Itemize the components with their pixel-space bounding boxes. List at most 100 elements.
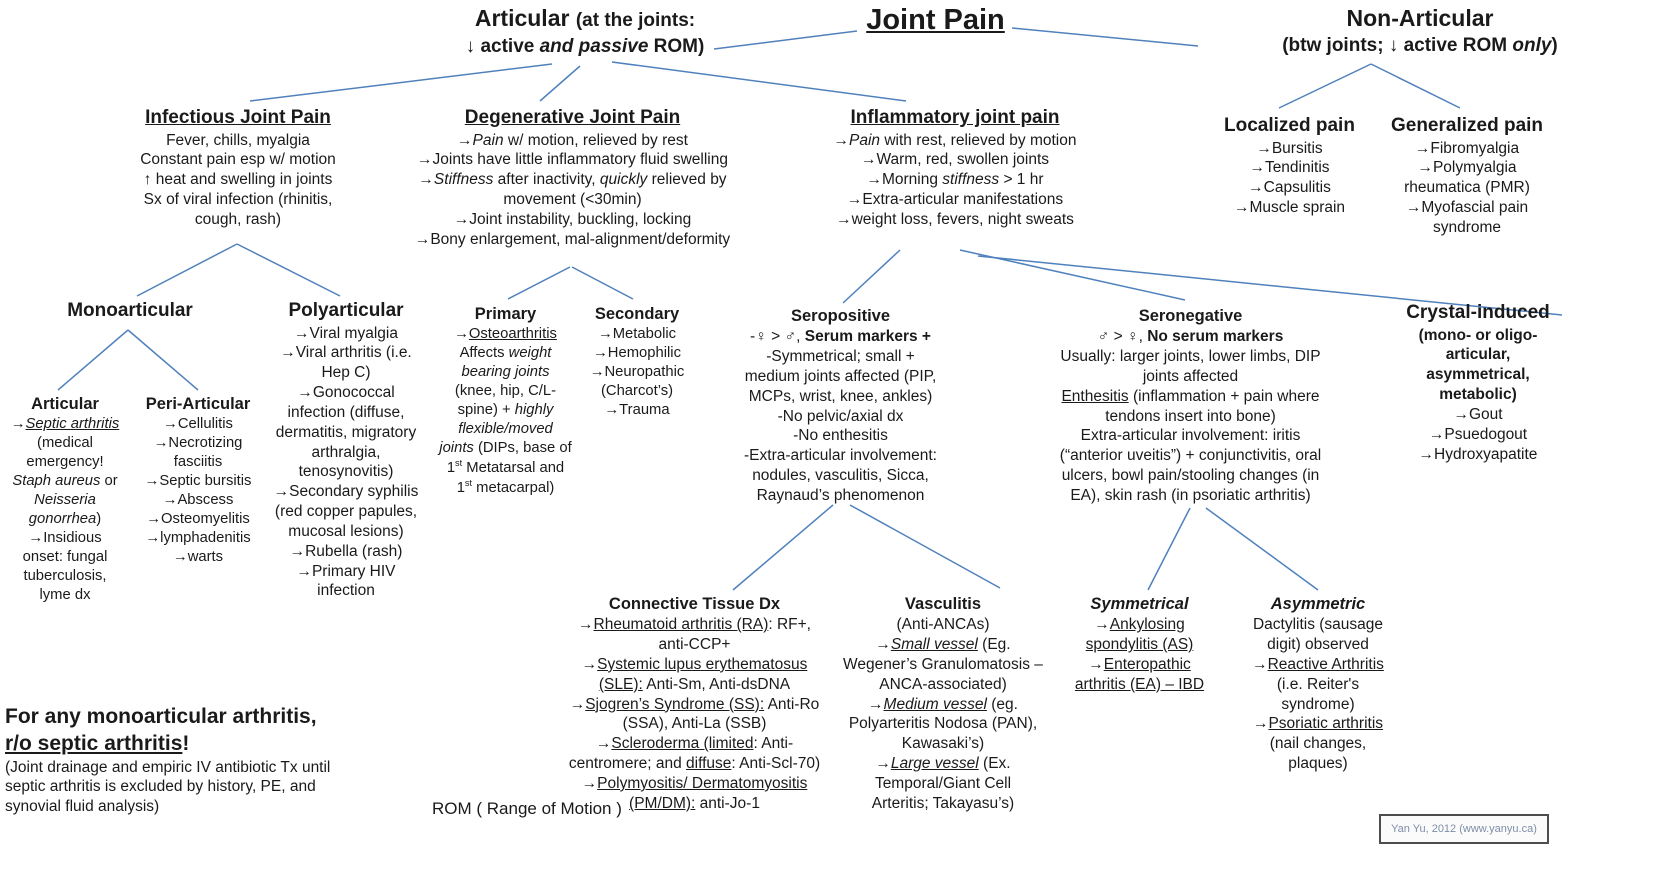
text-line: →Bony enlargement, mal-alignment/deformi… — [400, 230, 745, 250]
text-line: Vasculitis — [838, 593, 1048, 615]
text-line: Asymmetric — [1233, 593, 1403, 615]
text-line: →Gonococcal — [252, 383, 440, 403]
text-line: Generalized pain — [1372, 113, 1562, 139]
text-line: ROM ( Range of Motion ) — [432, 798, 662, 820]
text-line: joints affected — [1038, 367, 1343, 387]
connector-line — [57, 329, 129, 391]
text-line: →Joint instability, buckling, locking — [400, 210, 745, 230]
connector-line — [136, 243, 238, 297]
connector-line — [249, 63, 553, 102]
text-segment: → — [10, 416, 26, 433]
text-segment: Usually: larger joints, lower limbs, DIP — [1060, 348, 1321, 366]
text-line: Neisseria — [2, 491, 128, 510]
text-line: 1st metacarpal) — [433, 478, 578, 498]
text-segment: diffuse — [686, 755, 732, 773]
text-segment: -Extra-articular involvement: — [744, 447, 937, 465]
text-segment: → — [457, 131, 473, 149]
text-line: →Sjogren’s Syndrome (SS): Anti-Ro — [542, 695, 847, 715]
text-segment: →Osteomyelitis — [146, 510, 250, 527]
text-line: Seronegative — [1038, 305, 1343, 327]
text-line: metabolic) — [1398, 385, 1558, 405]
connector-line — [713, 30, 858, 50]
text-segment: Small vessel — [890, 636, 978, 654]
text-line: synovial fluid analysis) — [5, 797, 400, 817]
text-segment: →lymphadenitis — [145, 529, 251, 546]
text-line: (nail changes, — [1233, 734, 1403, 754]
node-inflammatory-joint-pain: Inflammatory joint pain→Pain with rest, … — [790, 105, 1120, 230]
text-segment: -♀ > ♂, — [750, 328, 805, 346]
text-segment: bearing joints — [461, 364, 550, 381]
text-segment: (medical — [37, 435, 93, 452]
text-segment: → — [569, 695, 586, 713]
text-segment: and passive — [539, 35, 649, 57]
connector-line — [611, 61, 907, 102]
attribution-box: Yan Yu, 2012 (www.yanyu.ca) — [1379, 814, 1549, 844]
text-segment: or — [100, 473, 118, 490]
text-segment: →Myofascial pain — [1405, 199, 1529, 217]
text-segment: asymmetrical, — [1426, 366, 1530, 384]
text-segment: metabolic) — [1439, 386, 1517, 404]
text-segment: highly — [514, 402, 554, 419]
node-localized-pain: Localized pain→Bursitis→Tendinitis→Capsu… — [1212, 113, 1367, 218]
text-line: →Pain w/ motion, relieved by rest — [400, 131, 745, 151]
node-polyarticular: Polyarticular→Viral myalgia→Viral arthri… — [252, 298, 440, 601]
text-segment: (Eg. — [977, 636, 1011, 654]
text-segment: only — [1512, 34, 1552, 56]
text-line: →Ankylosing — [1062, 615, 1217, 635]
text-segment: fasciitis — [173, 454, 223, 471]
connector-line — [1011, 27, 1199, 47]
text-segment: Polyarticular — [288, 300, 404, 321]
text-segment: : Anti-Scl-70) — [731, 755, 821, 773]
text-line: nodules, vasculitis, Sicca, — [698, 466, 983, 486]
text-line: syndrome — [1372, 218, 1562, 238]
node-monoarticular: Monoarticular — [45, 298, 215, 324]
text-line: →warts — [128, 548, 268, 567]
text-segment: →Tendinitis — [1249, 159, 1330, 177]
text-segment: : RF+, — [768, 616, 811, 634]
text-segment: Systemic lupus erythematosus — [597, 655, 808, 673]
text-segment: emergency! — [26, 454, 104, 471]
text-segment: → — [1088, 655, 1104, 673]
text-segment: w/ motion, relieved by rest — [503, 131, 688, 149]
text-segment: mucosal lesions) — [288, 522, 404, 540]
text-segment: →Joint instability, buckling, locking — [453, 210, 692, 228]
text-segment: →Primary HIV — [296, 562, 396, 580]
text-segment: Articular — [474, 5, 576, 31]
text-line: Secondary — [572, 303, 702, 325]
text-line: (btw joints; ↓ active ROM only) — [1185, 33, 1655, 59]
text-segment: Crystal-induced — [1406, 302, 1550, 323]
text-segment: For any monoarticular arthritis, — [5, 705, 317, 728]
connector-line — [571, 266, 634, 300]
text-segment: Peri-Articular — [145, 395, 251, 413]
text-segment: →Hemophilic — [593, 345, 681, 362]
text-segment: →Fibromyalgia — [1414, 139, 1520, 157]
text-segment: →Septic bursitis — [144, 473, 252, 490]
text-line: (knee, hip, C/L- — [433, 382, 578, 401]
text-line: →Myofascial pain — [1372, 198, 1562, 218]
text-line: Crystal-induced — [1398, 300, 1558, 326]
text-segment: Stiffness — [433, 171, 494, 189]
text-line: Enthesitis (inflammation + pain where — [1038, 387, 1343, 407]
text-segment: (at the joints: — [575, 10, 696, 31]
text-line: Polyarteritis Nodosa (PAN), — [838, 714, 1048, 734]
text-segment: ROM ( Range of Motion ) — [432, 799, 622, 818]
text-segment: Pain — [849, 131, 881, 149]
node-articular-header: Articular (at the joints:↓ active and pa… — [420, 5, 750, 59]
text-segment: flexible/moved — [458, 420, 553, 437]
text-segment: tuberculosis, — [23, 567, 107, 584]
node-vasculitis: Vasculitis(Anti-ANCAs)→Small vessel (Eg.… — [838, 593, 1048, 814]
text-segment: → — [418, 171, 434, 189]
text-line: Polyarticular — [252, 298, 440, 324]
text-segment: ↑ heat and swelling in joints — [143, 171, 333, 189]
text-segment: stiffness — [942, 171, 1000, 189]
text-segment: rheumatica (PMR) — [1404, 179, 1530, 197]
text-line: →Viral arthritis (i.e. — [252, 343, 440, 363]
text-segment: Metatarsal and — [462, 459, 565, 476]
text-line: →Hydroxyapatite — [1398, 445, 1558, 465]
text-segment: spine) + — [457, 402, 515, 419]
text-line: Temporal/Giant Cell — [838, 774, 1048, 794]
text-segment: Anti-Sm, Anti-dsDNA — [642, 675, 791, 693]
text-segment: tendons insert into bone) — [1105, 407, 1276, 425]
text-line: infection — [252, 581, 440, 601]
